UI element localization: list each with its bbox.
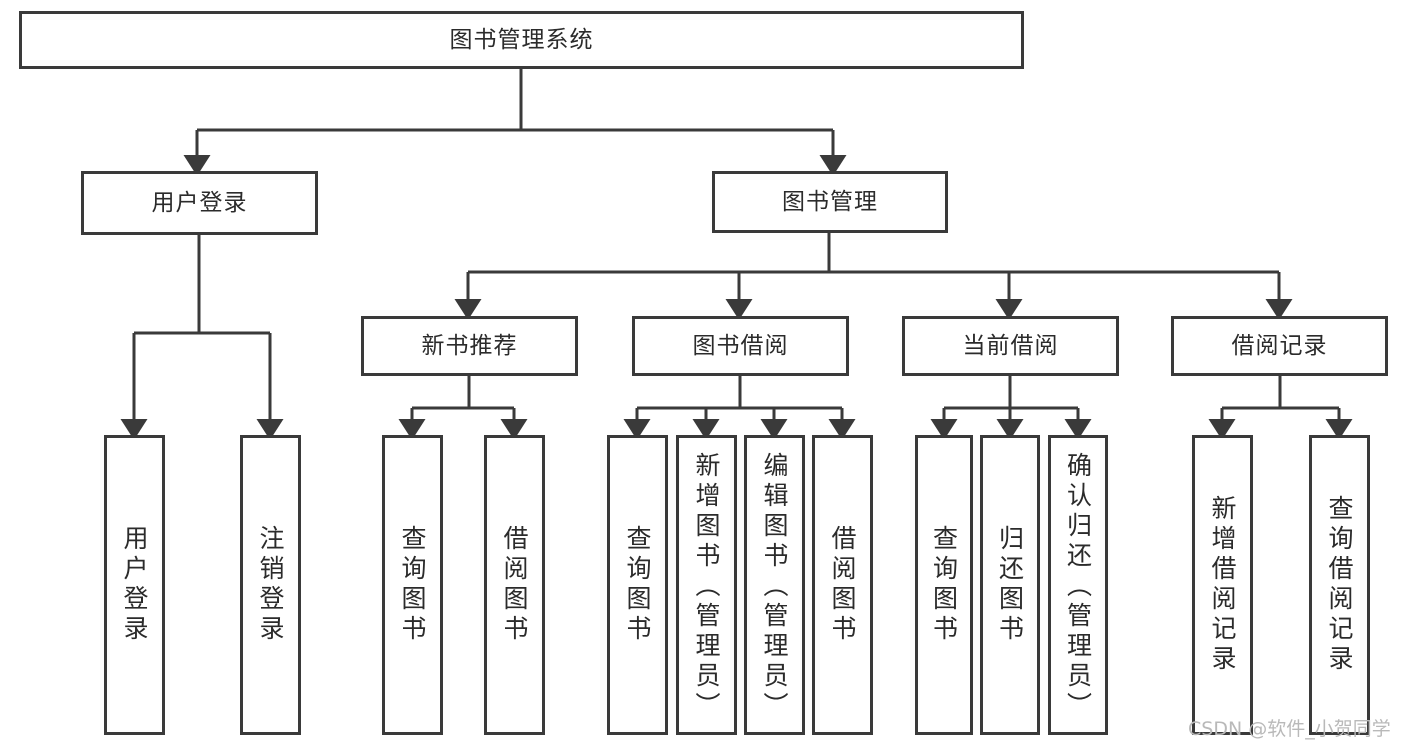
leaf-confirm-return-admin[interactable]: 确认归还（管理员） (1048, 435, 1108, 735)
leaf-add-borrow-record[interactable]: 新增借阅记录 (1192, 435, 1253, 735)
leaf-query-book-recommend[interactable]: 查询图书 (382, 435, 443, 735)
node-root-system[interactable]: 图书管理系统 (19, 11, 1024, 69)
node-label: 新书推荐 (421, 332, 518, 359)
leaf-borrow-book-borrow[interactable]: 借阅图书 (812, 435, 873, 735)
node-borrow-record[interactable]: 借阅记录 (1171, 316, 1388, 376)
leaf-add-book-admin[interactable]: 新增图书（管理员） (676, 435, 737, 735)
watermark-text: CSDN @软件_小贺同学 (1188, 718, 1391, 740)
leaf-query-book-borrow[interactable]: 查询图书 (607, 435, 668, 735)
leaf-label: 查询图书 (623, 525, 652, 645)
leaf-user-login[interactable]: 用户登录 (104, 435, 165, 735)
leaf-label: 注销登录 (256, 525, 285, 645)
leaf-label: 归还图书 (995, 525, 1025, 645)
leaf-query-borrow-record[interactable]: 查询借阅记录 (1309, 435, 1370, 735)
leaf-label: 查询图书 (398, 525, 427, 645)
leaf-label: 确认归还（管理员） (1063, 452, 1093, 722)
leaf-return-book[interactable]: 归还图书 (980, 435, 1040, 735)
node-label: 图书管理系统 (449, 26, 594, 53)
leaf-label: 新增图书（管理员） (692, 452, 721, 722)
node-label: 用户登录 (151, 189, 248, 216)
leaf-label: 借阅图书 (828, 525, 857, 645)
node-book-borrow[interactable]: 图书借阅 (632, 316, 849, 376)
leaf-user-logout[interactable]: 注销登录 (240, 435, 301, 735)
leaf-label: 用户登录 (120, 525, 149, 645)
leaf-label: 借阅图书 (500, 525, 529, 645)
node-user-login[interactable]: 用户登录 (81, 171, 318, 235)
node-label: 图书借阅 (692, 332, 789, 359)
leaf-query-book-current[interactable]: 查询图书 (915, 435, 973, 735)
node-label: 图书管理 (782, 188, 878, 215)
node-book-management[interactable]: 图书管理 (712, 171, 948, 233)
node-label: 借阅记录 (1231, 332, 1328, 359)
node-label: 当前借阅 (962, 332, 1059, 359)
node-new-book-recommend[interactable]: 新书推荐 (361, 316, 578, 376)
leaf-label: 查询借阅记录 (1325, 495, 1354, 675)
leaf-borrow-book-recommend[interactable]: 借阅图书 (484, 435, 545, 735)
leaf-edit-book-admin[interactable]: 编辑图书（管理员） (744, 435, 805, 735)
leaf-label: 新增借阅记录 (1208, 495, 1237, 675)
node-current-borrow[interactable]: 当前借阅 (902, 316, 1119, 376)
leaf-label: 编辑图书（管理员） (760, 452, 789, 722)
leaf-label: 查询图书 (929, 525, 959, 645)
